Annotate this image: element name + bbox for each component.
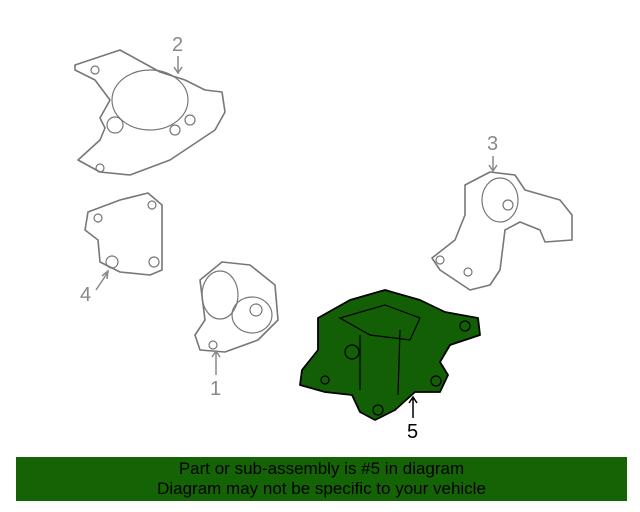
parts-diagram: 2 3 4 1 5 [74,34,573,443]
info-banner: Part or sub-assembly is #5 in diagram Di… [16,457,627,501]
callout-3-arrow [488,156,498,173]
callout-2: 2 [172,34,183,56]
callout-2-arrow [173,56,183,75]
part-4-bracket[interactable] [84,192,163,276]
part-5-transmission-mount[interactable] [299,289,481,421]
callout-5: 5 [407,421,418,443]
callout-4: 4 [80,284,91,306]
part-3-mount[interactable] [431,171,573,291]
banner-line-2: Diagram may not be specific to your vehi… [157,479,486,498]
callout-4-arrow [95,269,109,291]
banner-line-1: Part or sub-assembly is #5 in diagram [178,459,465,478]
callout-1-arrow [211,349,221,375]
part-1-mount[interactable] [194,261,279,353]
part-2-mount[interactable] [74,49,226,176]
callout-5-arrow [408,395,418,418]
callout-1: 1 [210,378,221,400]
callout-3: 3 [487,133,498,155]
